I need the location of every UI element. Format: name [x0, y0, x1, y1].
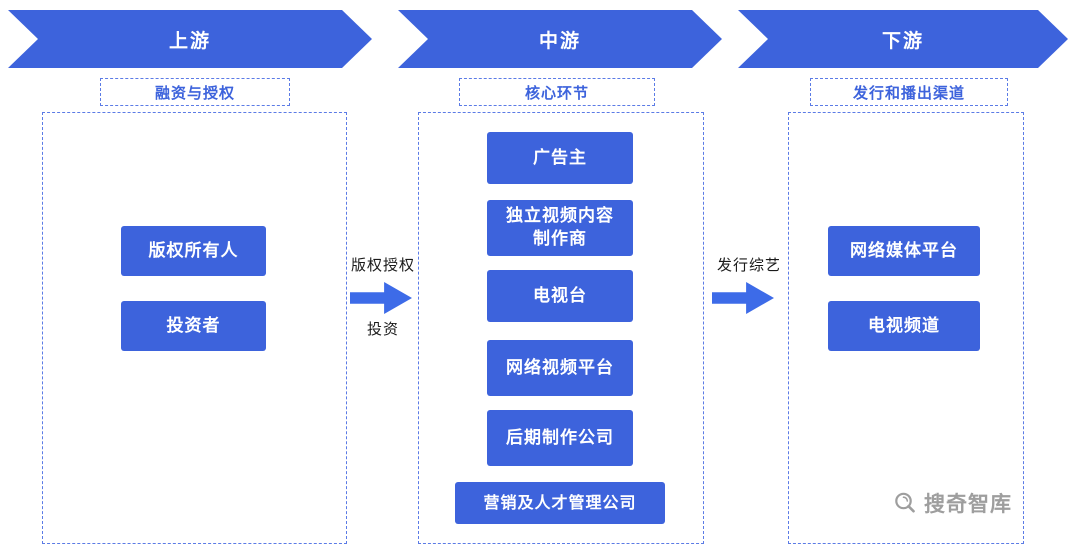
banner-midstream: 中游: [398, 10, 722, 68]
node-copyright-owner: 版权所有人: [121, 226, 266, 276]
node-online-video-platform: 网络视频平台: [487, 340, 633, 396]
subtitle-financing-authorization: 融资与授权: [100, 78, 290, 106]
watermark: 搜奇智库: [892, 488, 1012, 518]
connector1-bottom-label: 投资: [366, 320, 399, 338]
node-tv-station: 电视台: [487, 270, 633, 322]
banner-midstream-label: 中游: [538, 29, 581, 52]
connector2-top-label: 发行综艺: [716, 256, 781, 274]
watermark-text: 搜奇智库: [924, 492, 1012, 516]
banner-upstream-label: 上游: [168, 29, 211, 52]
banner-downstream-label: 下游: [881, 29, 924, 52]
node-independent-video-producer: 独立视频内容制作商: [487, 200, 633, 256]
node-post-production-company: 后期制作公司: [487, 410, 633, 466]
banner-downstream: 下游: [738, 10, 1068, 68]
node-online-media-platform: 网络媒体平台: [828, 226, 980, 276]
right-arrow-icon: [350, 282, 412, 314]
node-investor: 投资者: [121, 301, 266, 351]
banner-upstream: 上游: [8, 10, 372, 68]
node-tv-channel: 电视频道: [828, 301, 980, 351]
node-marketing-talent-company: 营销及人才管理公司: [455, 482, 665, 524]
right-arrow-icon: [712, 282, 774, 314]
connector1-top-label: 版权授权: [350, 256, 415, 274]
node-advertiser: 广告主: [487, 132, 633, 184]
search-swirl-icon: [892, 490, 918, 516]
subtitle-distribution-channels: 发行和播出渠道: [810, 78, 1008, 106]
subtitle-core-links: 核心环节: [459, 78, 655, 106]
groupbox-midstream: [418, 112, 704, 544]
